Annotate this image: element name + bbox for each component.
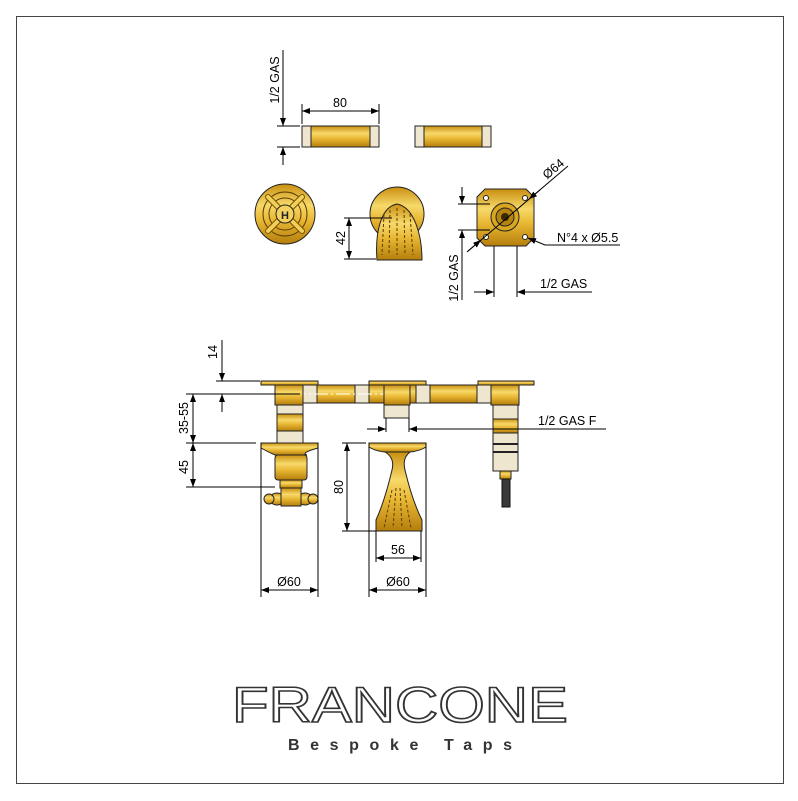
dimension-handle-height: 45 [177,442,275,488]
svg-text:Ø60: Ø60 [386,575,410,589]
svg-text:H: H [281,210,289,222]
flange-view [476,188,535,247]
dimension-spout-depth: 42 [334,217,392,260]
svg-text:80: 80 [333,96,347,110]
dimension-plate-thickness: 14 [206,340,260,412]
pipe-left [301,125,380,148]
spout-front-view [369,186,425,261]
pipe-right [414,125,492,148]
dimension-flange-thread-horizontal: 1/2 GAS [474,246,592,297]
svg-text:1/2 GAS: 1/2 GAS [540,277,587,291]
brand-logo: FRANCONE [232,677,568,733]
svg-text:14: 14 [206,345,220,359]
svg-text:Ø64: Ø64 [540,156,567,182]
svg-text:N°4 x Ø5.5: N°4 x Ø5.5 [557,231,618,245]
dimension-flange-thread-vertical: 1/2 GAS [447,187,490,302]
dimension-spout-base: 56 [375,531,422,562]
dimension-spout-rosette: Ø60 [368,443,427,597]
svg-text:56: 56 [391,543,405,557]
dimension-pipe-length: 80 [301,96,380,124]
dimension-wall-depth: 35-55 [177,393,300,443]
dimension-pipe-thread: 1/2 GAS [268,50,300,165]
svg-text:35-55: 35-55 [177,402,191,434]
svg-text:1/2 GAS F: 1/2 GAS F [538,414,597,428]
svg-text:Ø60: Ø60 [277,575,301,589]
svg-text:42: 42 [334,231,348,245]
svg-text:80: 80 [332,480,346,494]
handle-top-view: H [254,183,316,245]
svg-text:1/2 GAS: 1/2 GAS [447,254,461,301]
dimension-flange-holes: N°4 x Ø5.5 [527,231,620,246]
svg-text:45: 45 [177,460,191,474]
drawing-frame [16,16,784,784]
dimension-handle-rosette: Ø60 [260,443,319,597]
front-assembly [260,380,535,532]
dimension-outlet-thread: 1/2 GAS F [367,414,606,432]
dimension-spout-height: 80 [332,442,376,532]
svg-text:1/2 GAS: 1/2 GAS [268,56,282,103]
brand-tagline: Bespoke Taps [288,737,512,754]
